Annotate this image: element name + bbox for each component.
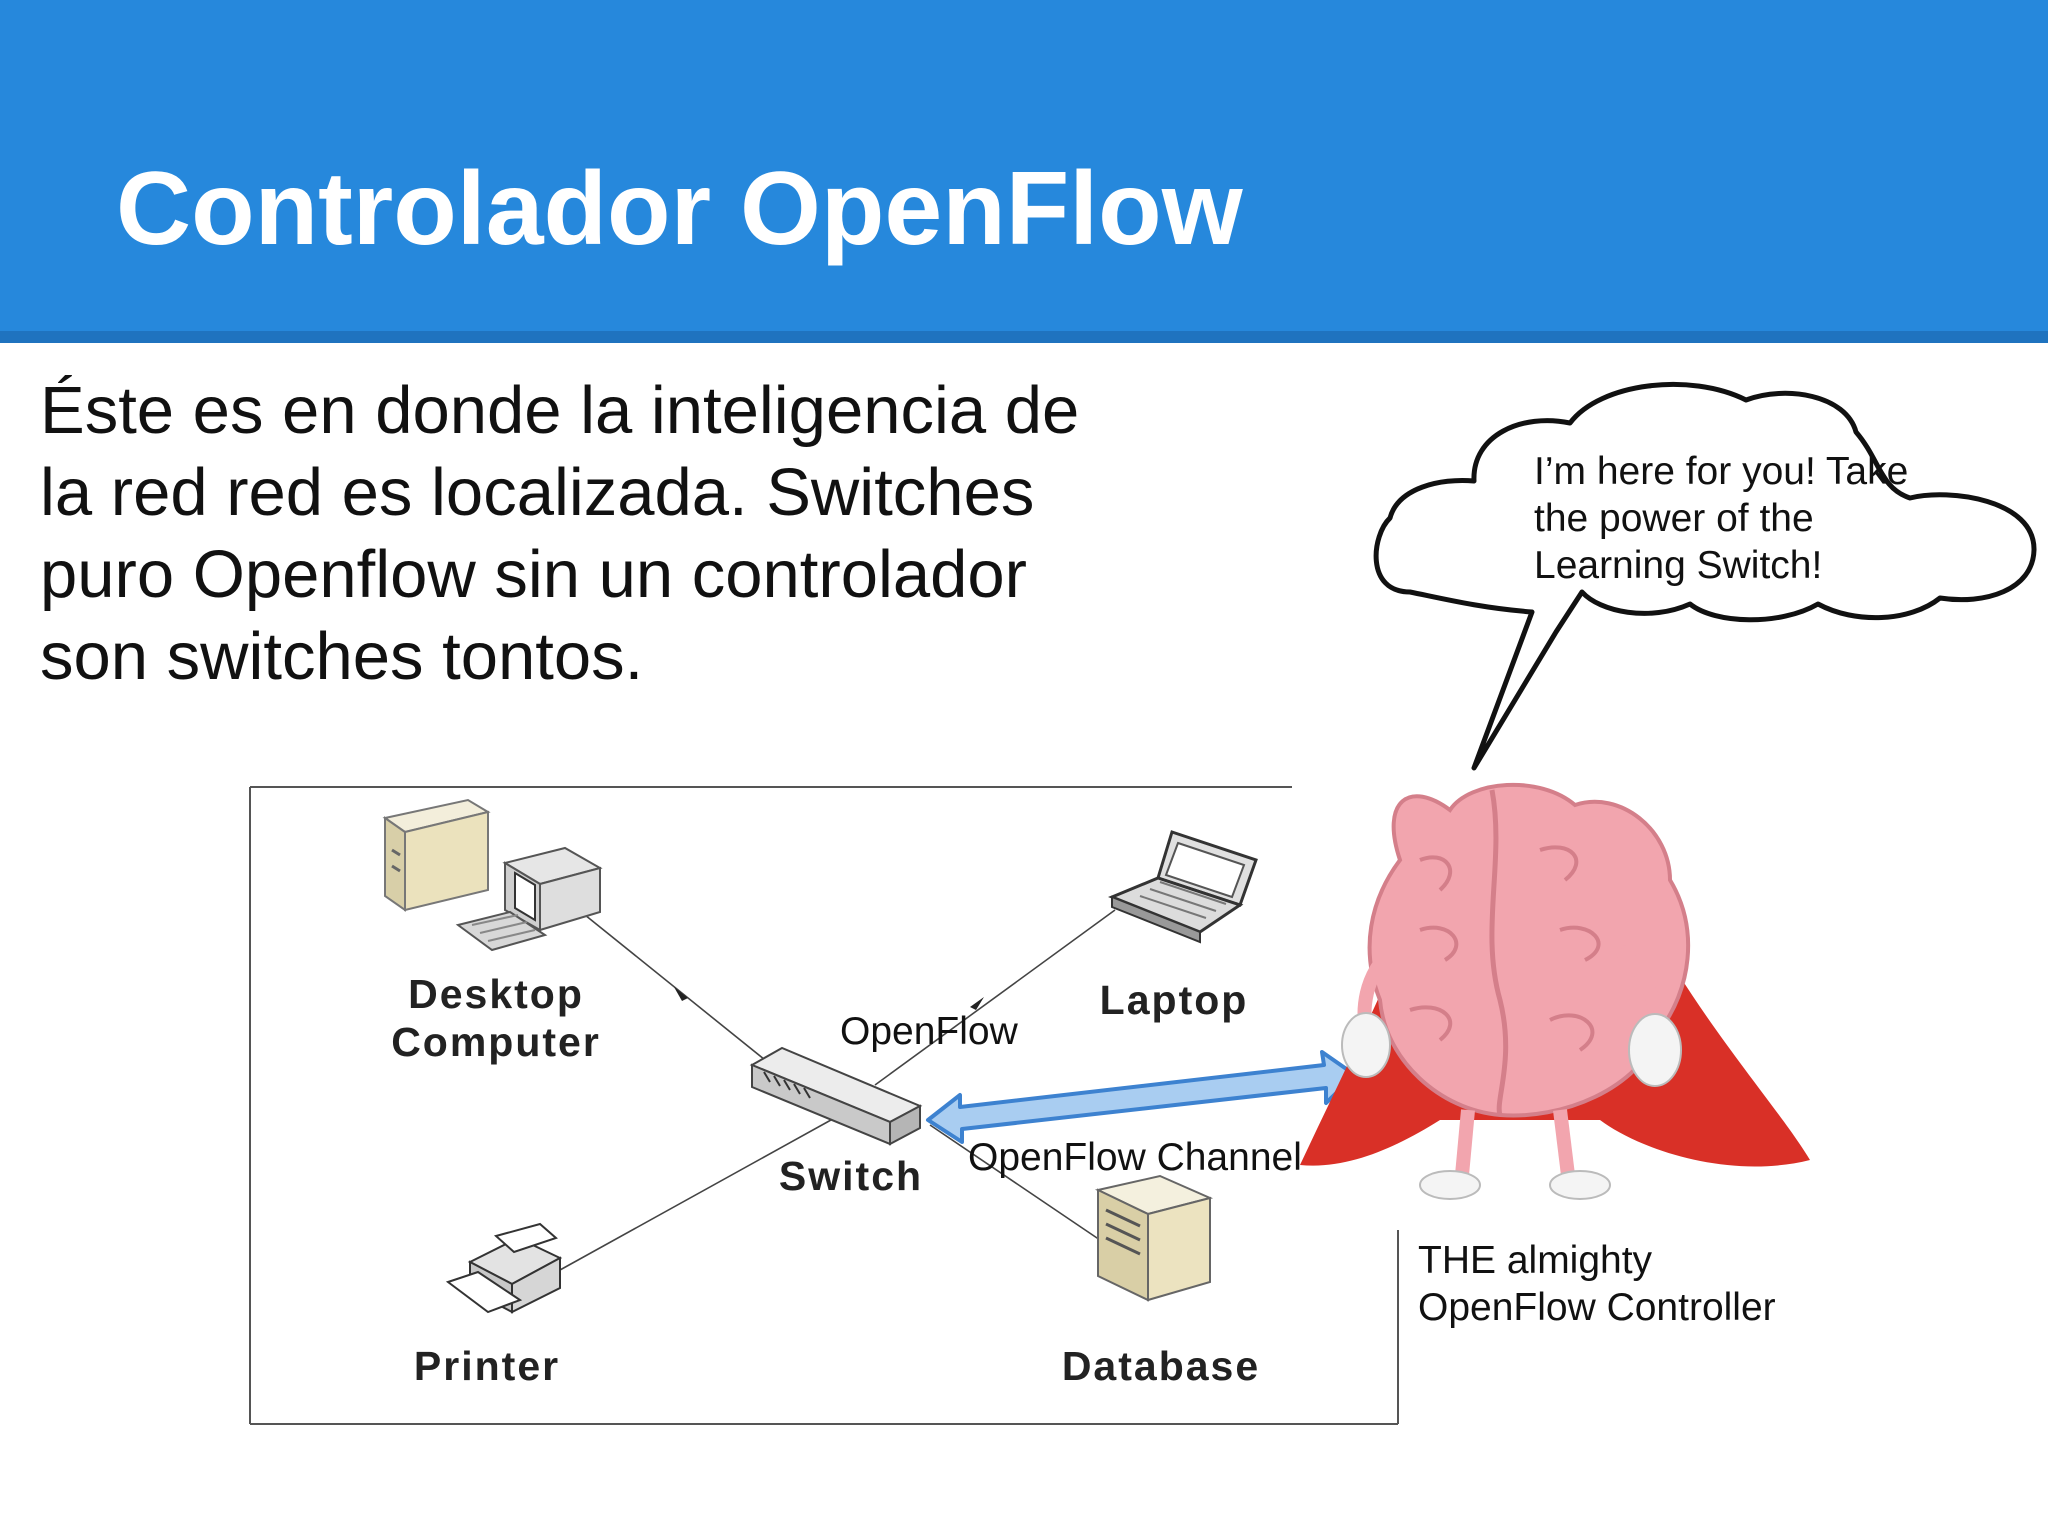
diagram-frame [249,786,1399,1425]
shoe [1419,1170,1481,1200]
speech-line: the power of the [1534,497,1814,540]
title-bar [0,0,2048,331]
speech-bubble-text: I’m here for you! Take the power of the … [1534,448,1908,589]
link-desktop-switch [584,914,776,1069]
laptop-icon [1108,830,1258,944]
desktop-label: Desktop [408,971,584,1017]
title-bar-rule [0,331,2048,343]
openflow-channel-arrow [926,1050,1357,1144]
laptop-label: Laptop [1100,977,1249,1023]
glove [1628,1013,1682,1087]
desktop-label: Computer [391,1019,601,1065]
caption-line: OpenFlow Controller [1418,1286,1776,1329]
caption-line: THE almighty [1418,1239,1653,1282]
openflow-link-label: OpenFlow [840,1010,1019,1053]
body-line: la red red es localizada. Switches [40,455,1035,530]
switch-icon [749,1046,923,1146]
body-paragraph: Éste es en donde la inteligencia de la r… [40,370,1160,698]
brain-leg [1553,1109,1575,1176]
body-line: son switches tontos. [40,619,644,694]
network-links [559,909,1116,1271]
brain-leg [1455,1109,1475,1176]
openflow-channel-label: OpenFlow Channel [968,1136,1302,1179]
database-label: Database [1062,1343,1260,1389]
link-arrowhead [970,997,984,1010]
glove [1341,1012,1391,1078]
speech-bubble [1373,381,2037,771]
link-arrowhead [674,987,688,1001]
database-server-icon [1094,1174,1214,1302]
printer-label: Printer [414,1343,560,1389]
superhero-brain-illustration [1300,782,1810,1200]
switch-label: Switch [779,1153,923,1199]
body-line: Éste es en donde la inteligencia de [40,373,1080,448]
link-printer-switch [559,1114,841,1271]
shoe [1549,1170,1611,1200]
speech-line: I’m here for you! Take [1534,450,1909,493]
body-line: puro Openflow sin un controlador [40,537,1027,612]
printer-icon [445,1222,563,1314]
link-database-switch [929,1124,1101,1241]
controller-caption: THE almighty OpenFlow Controller [1418,1237,1776,1331]
link-laptop-switch [874,909,1116,1086]
desktop-computer-icon [382,798,603,952]
slide-title: Controlador OpenFlow [116,151,1243,267]
speech-line: Learning Switch! [1534,544,1823,587]
